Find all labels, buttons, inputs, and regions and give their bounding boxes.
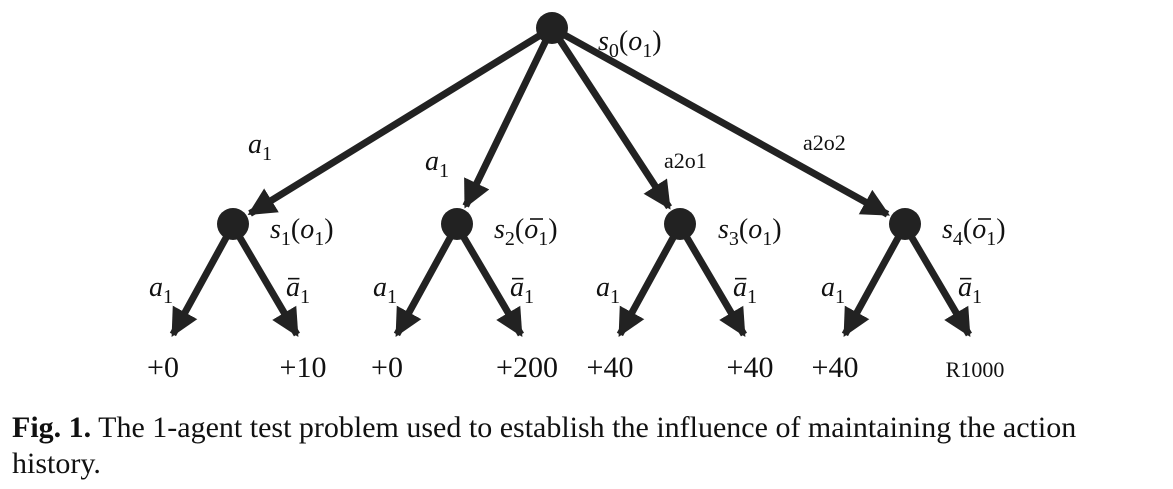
caption-prefix: Fig. 1. [12,411,92,444]
leaf-action-right-n4: a1 [958,272,982,308]
node-n4 [889,208,921,240]
edge-n0-n1 [247,31,544,217]
reward-left-n3: +40 [587,351,634,384]
edge-n0-n3 [555,36,672,210]
tree-diagram: a1 a1 a2o1 a2o2 a1 a1 +0 +10 a1 a1 +0 +200 a1 a1 +40 +4… [147,12,1006,384]
leaf-edge-left-n1 [169,234,231,337]
leaf-action-left-n2: a1 [373,272,397,308]
leaf-edge-left-n3 [616,234,678,337]
leaf-action-right-n3: a1 [733,272,757,308]
leaf-action-left-n4: a1 [821,272,845,308]
node-label-n1: s1(o1) [270,214,334,250]
leaf-edge-right-n3 [682,234,747,337]
node-n2 [441,208,473,240]
reward-right-n2: +200 [496,351,558,384]
reward-right-n3: +40 [727,351,774,384]
leaf-edge-left-n2 [393,234,455,337]
reward-left-n2: +0 [371,351,403,384]
edge-label-n1: a1 [248,129,272,165]
node-n0 [536,12,568,44]
caption-text: The 1-agent test problem used to establi… [12,411,1077,480]
edge-label-n3: a2o1 [664,148,707,173]
reward-right-n4: R1000 [946,357,1005,382]
reward-right-n1: +10 [280,351,327,384]
leaf-edge-right-n4 [907,234,972,337]
leaf-action-right-n1: a1 [286,272,310,308]
leaf-action-right-n2: a1 [510,272,534,308]
edge-label-n4: a2o2 [803,130,846,155]
reward-left-n4: +40 [812,351,859,384]
leaf-edge-right-n2 [459,234,524,337]
node-n1 [217,208,249,240]
edge-n0-n4 [560,30,890,218]
node-n3 [664,208,696,240]
leaf-action-left-n3: a1 [596,272,620,308]
node-label-n0: s0(o1) [598,26,662,62]
leaf-edge-right-n1 [235,234,300,337]
node-label-n4: s4(o1) [942,214,1006,250]
leaf-edge-left-n4 [841,234,903,337]
leaf-action-left-n1: a1 [149,272,173,308]
edge-label-n2: a1 [425,146,449,182]
node-label-n3: s3(o1) [718,214,782,250]
figure-caption: Fig. 1. The 1-agent test problem used to… [12,410,1167,482]
node-label-n2: s2(o1) [494,214,558,250]
edge-n0-n2 [462,37,550,209]
reward-left-n1: +0 [147,351,179,384]
